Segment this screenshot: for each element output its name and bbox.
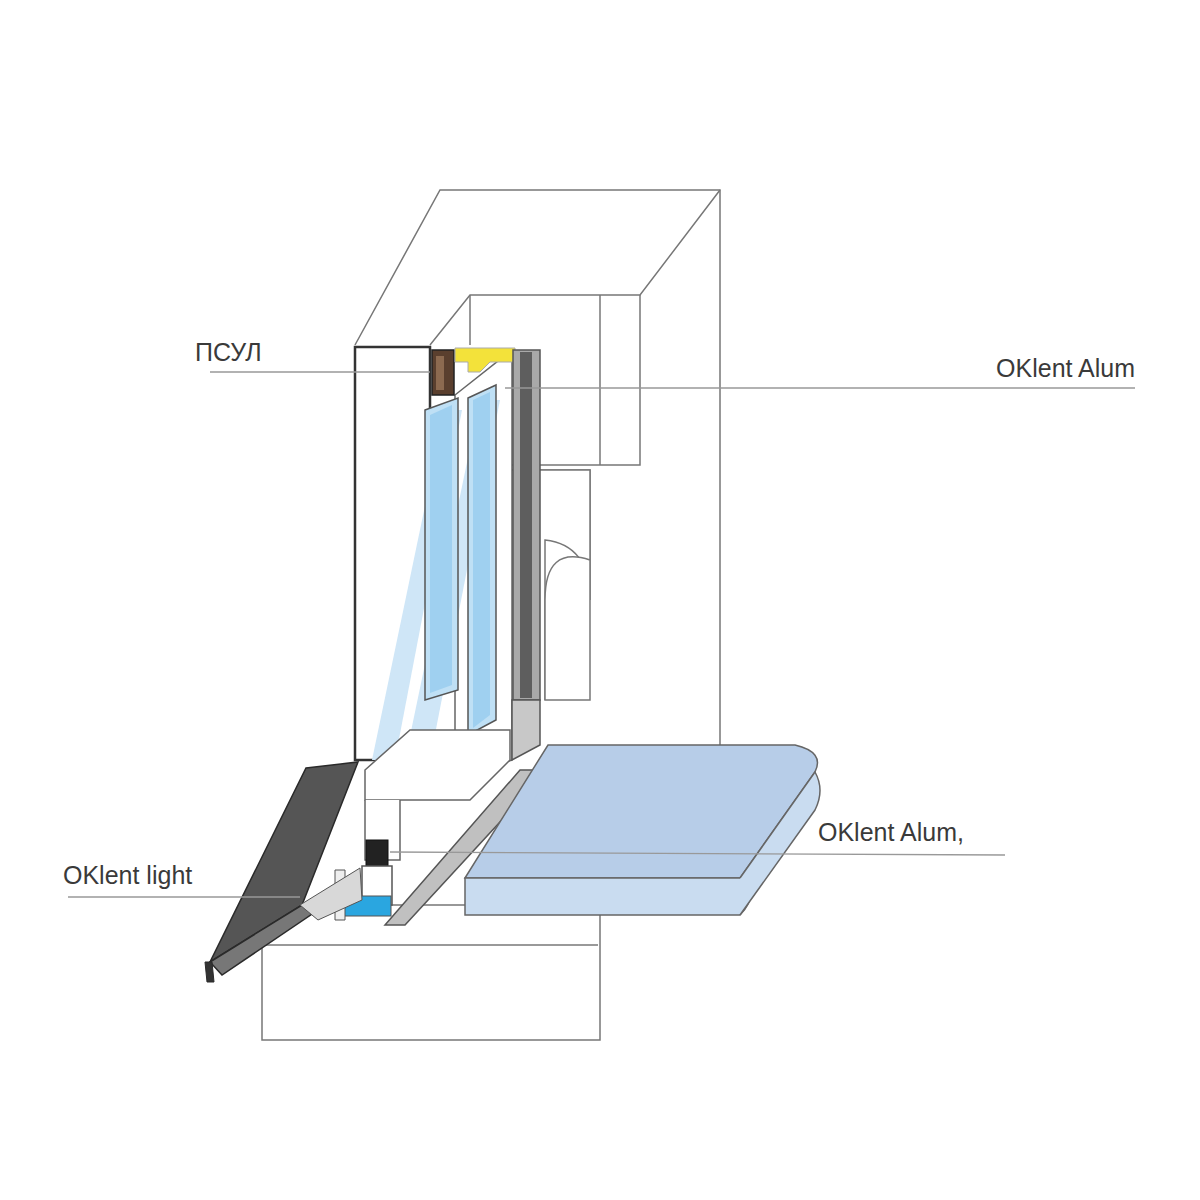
part-label: OKlent Alum <box>996 355 1135 383</box>
part-label: OKlent Alum, <box>818 819 964 847</box>
leader-line <box>68 896 300 897</box>
part-label: OKlent light <box>63 862 192 890</box>
leader-line <box>505 387 1135 388</box>
part-label: ПСУЛ <box>195 339 262 367</box>
leader-line <box>210 371 430 372</box>
leader-line <box>390 852 1005 855</box>
